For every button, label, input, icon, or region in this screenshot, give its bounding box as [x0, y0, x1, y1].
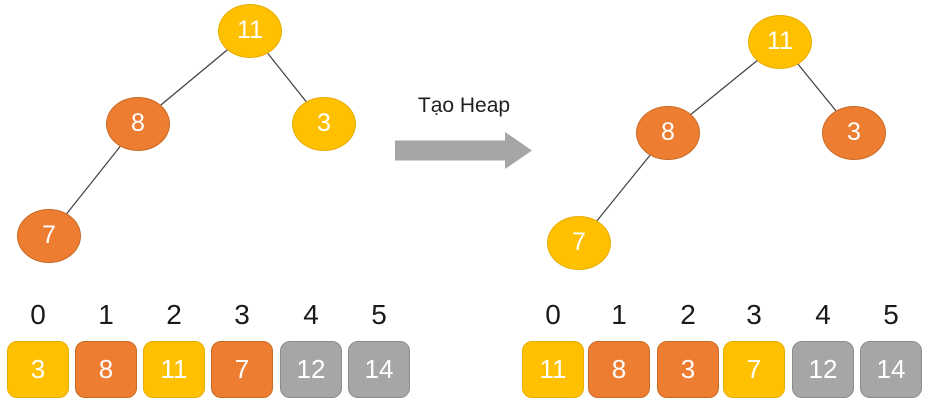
left-array-cell: 12	[280, 341, 342, 398]
right-array-cell: 7	[723, 341, 785, 398]
right-array-index: 4	[815, 299, 831, 330]
left-array-cell: 11	[143, 341, 205, 398]
right-array-index: 1	[611, 299, 627, 330]
right-array-index: 0	[545, 299, 561, 330]
left-array-cell: 8	[75, 341, 137, 398]
right-array-cell: 11	[522, 341, 584, 398]
left-tree-node-root: 11	[218, 4, 282, 58]
right-array-index: 2	[680, 299, 696, 330]
left-array-cell: 14	[348, 341, 410, 398]
right-tree-node-leaf: 7	[547, 216, 611, 270]
left-tree-node-right-child: 3	[292, 97, 356, 151]
right-array-cell: 12	[792, 341, 854, 398]
left-array-index: 1	[98, 299, 114, 330]
right-array-cell: 14	[860, 341, 922, 398]
left-array-cell: 7	[211, 341, 273, 398]
left-tree-node-left-child: 8	[106, 97, 170, 151]
right-block-arrow-icon	[395, 132, 532, 169]
left-array-index: 2	[166, 299, 182, 330]
left-array-index: 3	[234, 299, 250, 330]
right-array-index: 3	[746, 299, 762, 330]
right-array-index: 5	[883, 299, 899, 330]
left-array-index: 4	[303, 299, 319, 330]
left-tree-node-leaf: 7	[17, 209, 81, 263]
right-tree-node-left-child: 8	[636, 106, 700, 160]
arrow-label: Tạo Heap	[417, 94, 511, 117]
right-array-cell: 3	[657, 341, 719, 398]
left-array-index: 5	[371, 299, 387, 330]
right-tree-node-right-child: 3	[822, 106, 886, 160]
left-array-cell: 3	[7, 341, 69, 398]
right-tree-node-root: 11	[748, 15, 812, 69]
left-array-index: 0	[30, 299, 46, 330]
right-array-cell: 8	[588, 341, 650, 398]
